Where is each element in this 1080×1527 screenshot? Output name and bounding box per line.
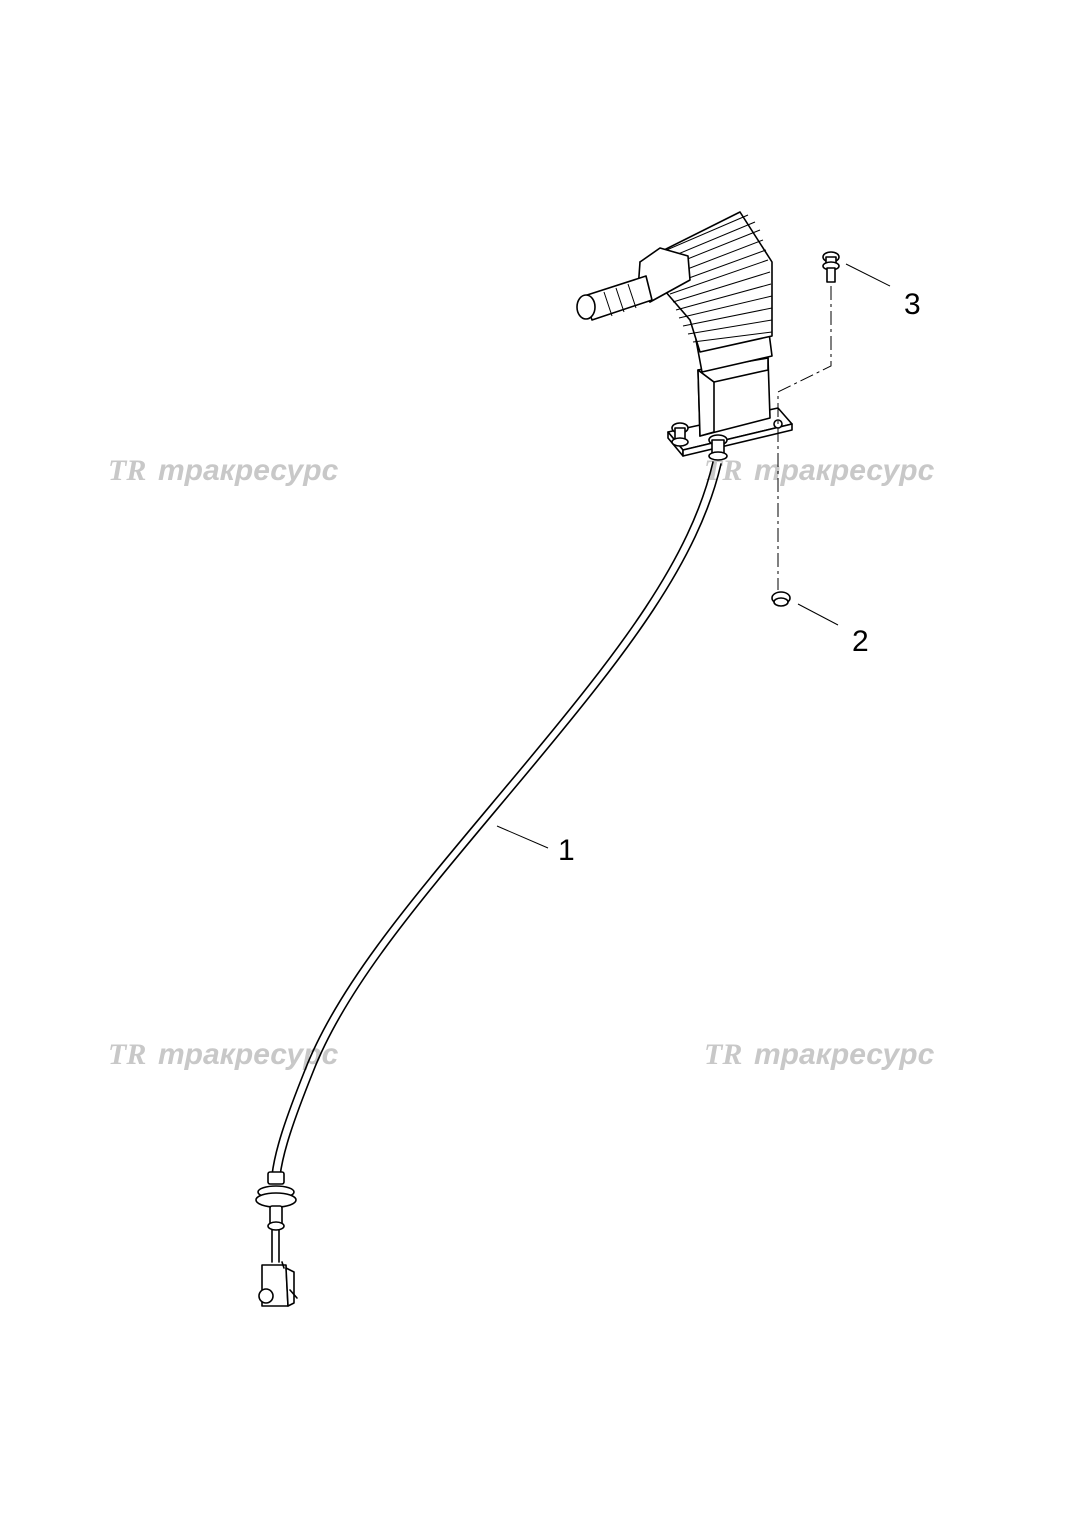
nut-part — [771, 591, 791, 607]
watermark-top-right: TR тракресурс — [704, 454, 935, 487]
callout-1: 1 — [558, 834, 575, 867]
joystick-lever — [576, 211, 793, 461]
watermark-text: тракресурс — [754, 1038, 935, 1071]
watermark-logo: TR — [108, 454, 146, 487]
watermark-text: тракресурс — [754, 454, 935, 487]
callout-2: 2 — [852, 625, 869, 658]
bolt-part — [822, 251, 840, 283]
watermark-top-left: TR тракресурс — [108, 454, 339, 487]
watermark-logo: TR — [108, 1038, 146, 1071]
callout-3: 3 — [904, 288, 921, 321]
watermark-text: тракресурс — [158, 1038, 339, 1071]
leader-lines — [496, 263, 891, 849]
control-cable — [255, 461, 722, 1307]
assembly-guides — [777, 286, 832, 590]
watermark-logo: TR — [704, 1038, 742, 1071]
watermark-text: тракресурс — [158, 454, 339, 487]
watermark-bottom-left: TR тракресурс — [108, 1038, 339, 1071]
watermark-bottom-right: TR тракресурс — [704, 1038, 935, 1071]
